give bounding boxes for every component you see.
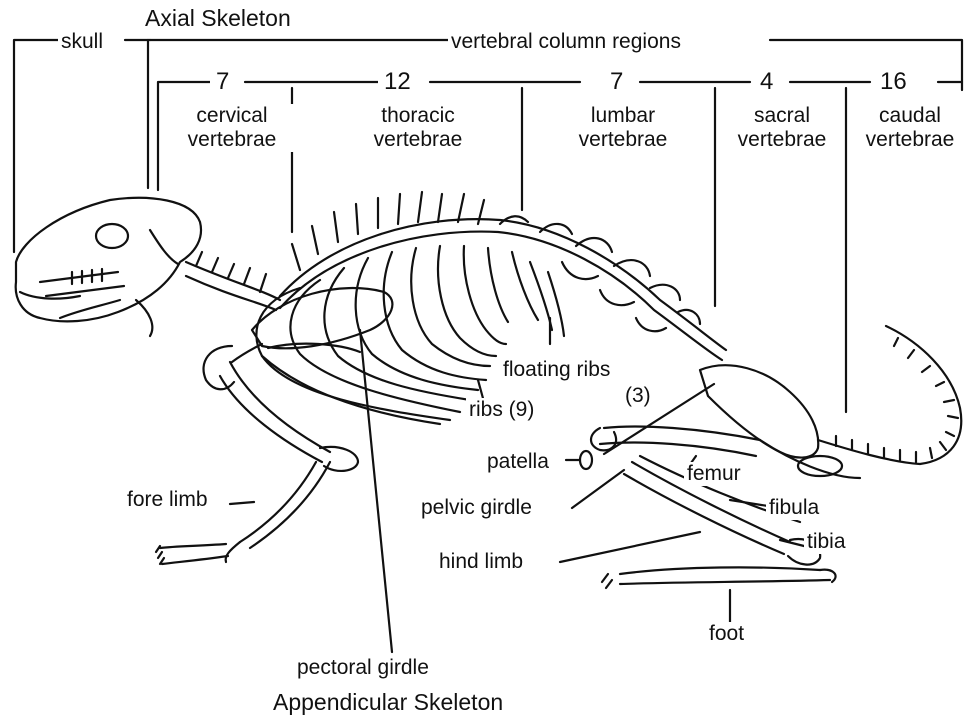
sacral-label: sacral vertebrae — [720, 104, 844, 152]
caudal-label-line2: vertebrae — [851, 128, 969, 152]
fore-limb-bones — [156, 346, 358, 564]
femur-label: femur — [684, 462, 744, 486]
fore-limb-label: fore limb — [124, 488, 211, 512]
tail — [818, 326, 961, 464]
thoracic-label-line2: vertebrae — [355, 128, 481, 152]
thoracic-label: thoracic vertebrae — [352, 104, 484, 152]
sacral-count: 4 — [754, 70, 779, 94]
lumbar-label: lumbar vertebrae — [558, 104, 688, 152]
skull-bone — [16, 198, 201, 336]
lumbar-label-line1: lumbar — [561, 104, 685, 128]
fibula-label: fibula — [766, 496, 822, 520]
foot-label: foot — [706, 622, 747, 646]
caudal-count: 16 — [874, 70, 913, 94]
thoracic-count: 12 — [378, 70, 417, 94]
appendicular-skeleton-title: Appendicular Skeleton — [270, 690, 506, 714]
tibia-label: tibia — [804, 530, 849, 554]
cervical-label-line1: cervical — [173, 104, 291, 128]
hind-limb-label: hind limb — [436, 550, 526, 574]
cervical-count: 7 — [210, 70, 235, 94]
floating-ribs-count: (3) — [622, 384, 654, 408]
skull-label: skull — [58, 30, 106, 54]
pelvic-girdle-label: pelvic girdle — [418, 496, 535, 520]
caudal-label: caudal vertebrae — [848, 104, 969, 152]
axial-skeleton-title: Axial Skeleton — [142, 6, 294, 30]
floating-ribs-label: floating ribs — [500, 358, 613, 382]
sacral-label-line1: sacral — [723, 104, 841, 128]
ribs-label: ribs (9) — [466, 398, 537, 422]
sacral-label-line2: vertebrae — [723, 128, 841, 152]
thoracic-label-line1: thoracic — [355, 104, 481, 128]
lumbar-count: 7 — [604, 70, 629, 94]
cervical-label-line2: vertebrae — [173, 128, 291, 152]
lumbar-label-line2: vertebrae — [561, 128, 685, 152]
caudal-label-line1: caudal — [851, 104, 969, 128]
pectoral-girdle-label: pectoral girdle — [294, 656, 432, 680]
cervical-label: cervical vertebrae — [170, 104, 294, 152]
vertebral-column-regions-label: vertebral column regions — [448, 30, 684, 54]
patella-label: patella — [484, 450, 552, 474]
